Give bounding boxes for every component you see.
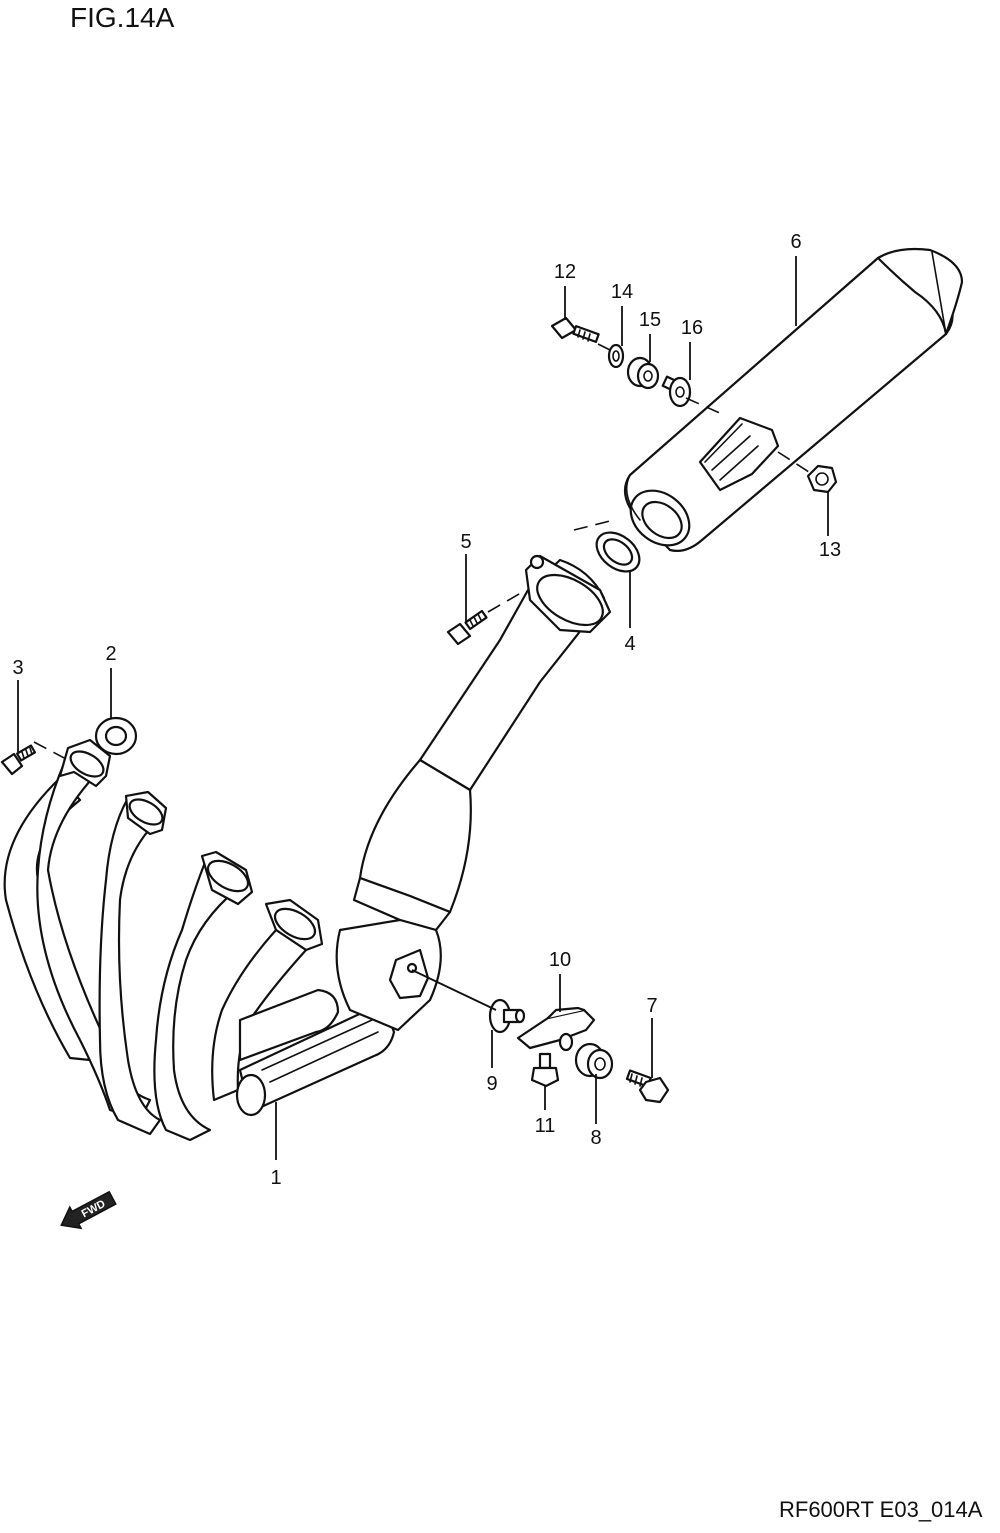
mid-pipe[interactable]	[352, 554, 612, 932]
figure-title: FIG.14A	[70, 2, 175, 33]
clamp[interactable]	[589, 525, 647, 580]
muffler[interactable]	[620, 247, 964, 557]
callout-13: 13	[819, 539, 841, 561]
callout-10: 10	[549, 949, 571, 971]
callout-11: 11	[535, 1115, 556, 1137]
callout-3: 3	[12, 657, 23, 679]
exhaust-header-pipes[interactable]	[3, 738, 442, 1142]
fwd-arrow-icon: FWD	[60, 1190, 117, 1230]
bolt-3[interactable]	[0, 744, 37, 776]
bolt-11[interactable]	[530, 1052, 560, 1088]
bolt-7[interactable]	[625, 1069, 670, 1104]
callout-numbers: 1 2 3 4 5 6 7 8 9 10 11 12 13 14 15 16	[12, 231, 841, 1189]
callout-2: 2	[105, 643, 116, 665]
leader-lines	[17, 256, 829, 1160]
cushion-9[interactable]	[488, 998, 526, 1034]
fwd-label: FWD	[80, 1198, 108, 1220]
gasket[interactable]	[94, 716, 138, 756]
callout-9: 9	[486, 1073, 497, 1095]
bolt-5[interactable]	[446, 609, 488, 646]
bracket-10[interactable]	[516, 1006, 596, 1052]
callout-14: 14	[611, 281, 633, 303]
nut-13[interactable]	[806, 464, 838, 494]
figure-code: RF600RT E03_014A	[779, 1497, 983, 1522]
callout-16: 16	[681, 317, 703, 339]
callout-1: 1	[270, 1167, 281, 1189]
callout-7: 7	[646, 995, 657, 1017]
assembly-lines	[33, 343, 813, 1011]
washer-14[interactable]	[607, 343, 625, 369]
callout-12: 12	[554, 261, 576, 283]
damper-8[interactable]	[574, 1042, 614, 1080]
callout-6: 6	[790, 231, 801, 253]
callout-15: 15	[639, 309, 661, 331]
cushion-15[interactable]	[626, 356, 660, 390]
collar-16[interactable]	[661, 375, 692, 408]
callout-5: 5	[460, 531, 471, 553]
callout-4: 4	[624, 633, 635, 655]
bolt-12[interactable]	[550, 316, 600, 343]
callout-8: 8	[590, 1127, 601, 1149]
